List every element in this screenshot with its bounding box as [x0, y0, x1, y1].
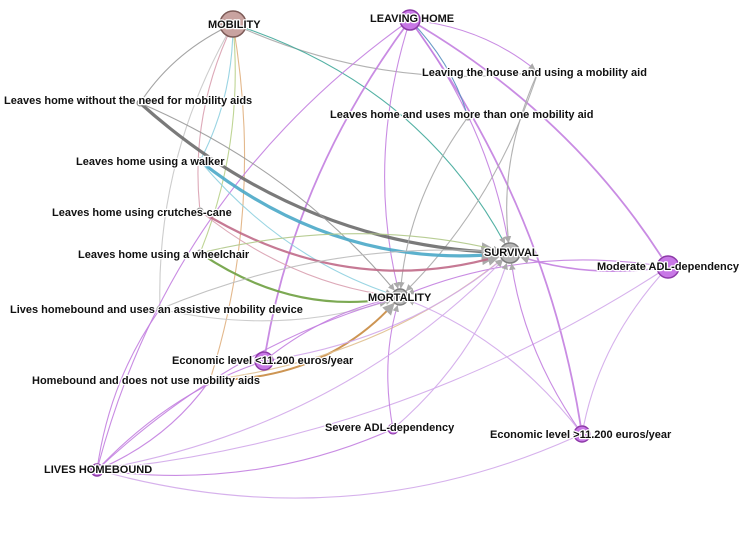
node-econ-low[interactable]	[254, 351, 274, 371]
node-label-lives-homebound: LIVES HOMEBOUND	[44, 464, 152, 476]
edge-lives_homebound-to-survival	[96, 260, 503, 471]
edge-crutches-to-survival	[199, 210, 501, 272]
node-label-moderate-adl: Moderate ADL-dependency	[597, 261, 740, 273]
edge-walker-to-survival	[199, 159, 501, 266]
edge-leaving_home-to-econ_high	[409, 19, 582, 426]
node-homebound-no-aids[interactable]	[206, 376, 214, 384]
edge-homebound_assist-to-survival	[159, 248, 500, 310]
edge-severe_adl-to-mortality	[387, 304, 399, 430]
edge-lives_homebound-to-econ_low	[96, 363, 255, 471]
node-wheelchair[interactable]	[196, 249, 204, 257]
node-label-crutches: Leaves home using crutches-cane	[52, 207, 232, 219]
edge-lives_homebound-to-econ_high	[96, 437, 575, 499]
edge-leaving_home-to-more_aids	[409, 19, 468, 114]
edge-lives_homebound-to-homebound_no_aids	[96, 382, 209, 471]
node-label-wheelchair: Leaves home using a wheelchair	[78, 249, 250, 261]
edge-no_aids-to-mortality	[139, 102, 395, 291]
edge-moderate_adl-to-lives_homebound	[103, 266, 669, 470]
edge-leaving_home-to-econ_low	[264, 19, 411, 352]
node-label-walker: Leaves home using a walker	[76, 156, 225, 168]
node-crutches[interactable]	[196, 207, 204, 215]
node-label-homebound-no-aids: Homebound and does not use mobility aids	[32, 375, 260, 387]
edge-mobility-to-walker	[201, 23, 234, 158]
node-leaving-home[interactable]	[399, 9, 421, 31]
edge-mobility-to-survival	[232, 23, 506, 244]
node-homebound-assist[interactable]	[156, 305, 164, 313]
edge-moderate_adl-to-survival	[519, 254, 669, 272]
edge-leaving_aid-to-survival	[504, 71, 539, 243]
node-label-econ-high: Economic level >11.200 euros/year	[490, 429, 672, 441]
node-label-severe-adl: Severe ADL-dependency	[325, 422, 455, 434]
edges-layer	[96, 19, 669, 499]
node-leaving-aid[interactable]	[534, 68, 542, 76]
node-severe-adl[interactable]	[387, 423, 399, 435]
edge-mobility-to-wheelchair	[200, 23, 236, 250]
node-label-more-aids: Leaves home and uses more than one mobil…	[330, 109, 593, 121]
edge-moderate_adl-to-mortality	[407, 259, 669, 295]
node-label-homebound-assist: Lives homebound and uses an assistive mo…	[10, 304, 303, 316]
edge-leaving_home-to-survival	[409, 19, 511, 243]
edge-mobility-to-homebound_no_aids	[210, 23, 246, 377]
nodes-layer	[90, 9, 680, 477]
node-label-mobility: MOBILITY	[208, 19, 261, 31]
edge-leaving_home-to-mortality	[384, 19, 411, 289]
edge-mobility-to-homebound_assist	[159, 23, 234, 306]
edge-no_aids-to-survival	[138, 101, 501, 262]
node-walker[interactable]	[196, 157, 204, 165]
edge-wheelchair-to-mortality	[199, 252, 393, 307]
node-lives-homebound[interactable]	[90, 463, 104, 477]
edge-mobility-to-crutches	[197, 23, 234, 208]
node-moderate-adl[interactable]	[656, 255, 680, 279]
edge-moderate_adl-to-econ_high	[583, 266, 669, 426]
edge-homebound_no_aids-to-mortality	[209, 302, 395, 382]
edge-walker-to-mortality	[199, 160, 393, 296]
edge-severe_adl-to-survival	[392, 262, 508, 430]
node-label-no-aids: Leaves home without the need for mobilit…	[4, 95, 252, 107]
edge-econ_high-to-mortality	[407, 299, 583, 435]
node-label-econ-low: Economic level <11.200 euros/year	[172, 355, 354, 367]
node-label-leaving-home: LEAVING HOME	[370, 13, 454, 25]
node-mortality[interactable]	[391, 288, 409, 306]
edge-leaving_aid-to-mortality	[405, 71, 539, 292]
edge-lives_homebound-to-homebound_assist	[96, 311, 159, 471]
node-econ-high[interactable]	[573, 425, 591, 443]
edge-lives_homebound-to-mortality	[96, 298, 392, 471]
node-label-leaving-aid: Leaving the house and using a mobility a…	[422, 67, 647, 79]
edge-lives_homebound-to-severe_adl	[96, 430, 388, 476]
edge-mobility-to-no_aids	[141, 23, 234, 100]
node-survival[interactable]	[499, 242, 521, 264]
node-label-mortality: MORTALITY	[368, 292, 432, 304]
node-no-aids[interactable]	[136, 99, 144, 107]
edge-econ_high-to-survival	[509, 263, 583, 435]
edge-crutches-to-mortality	[199, 210, 392, 299]
node-label-survival: SURVIVAL	[484, 247, 539, 259]
edge-leaving_home-to-lives_homebound	[98, 19, 411, 464]
edge-leaving_home-to-leaving_aid	[409, 19, 536, 70]
node-more-aids[interactable]	[464, 113, 472, 121]
node-mobility[interactable]	[219, 10, 247, 38]
edge-econ_low-to-mortality	[263, 296, 392, 362]
edge-leaving_home-to-moderate_adl	[409, 19, 663, 258]
labels-layer: MOBILITY LEAVING HOME Leaving the house an…	[3, 12, 741, 478]
edge-more_aids-to-mortality	[398, 116, 469, 289]
edge-wheelchair-to-survival	[199, 233, 500, 254]
